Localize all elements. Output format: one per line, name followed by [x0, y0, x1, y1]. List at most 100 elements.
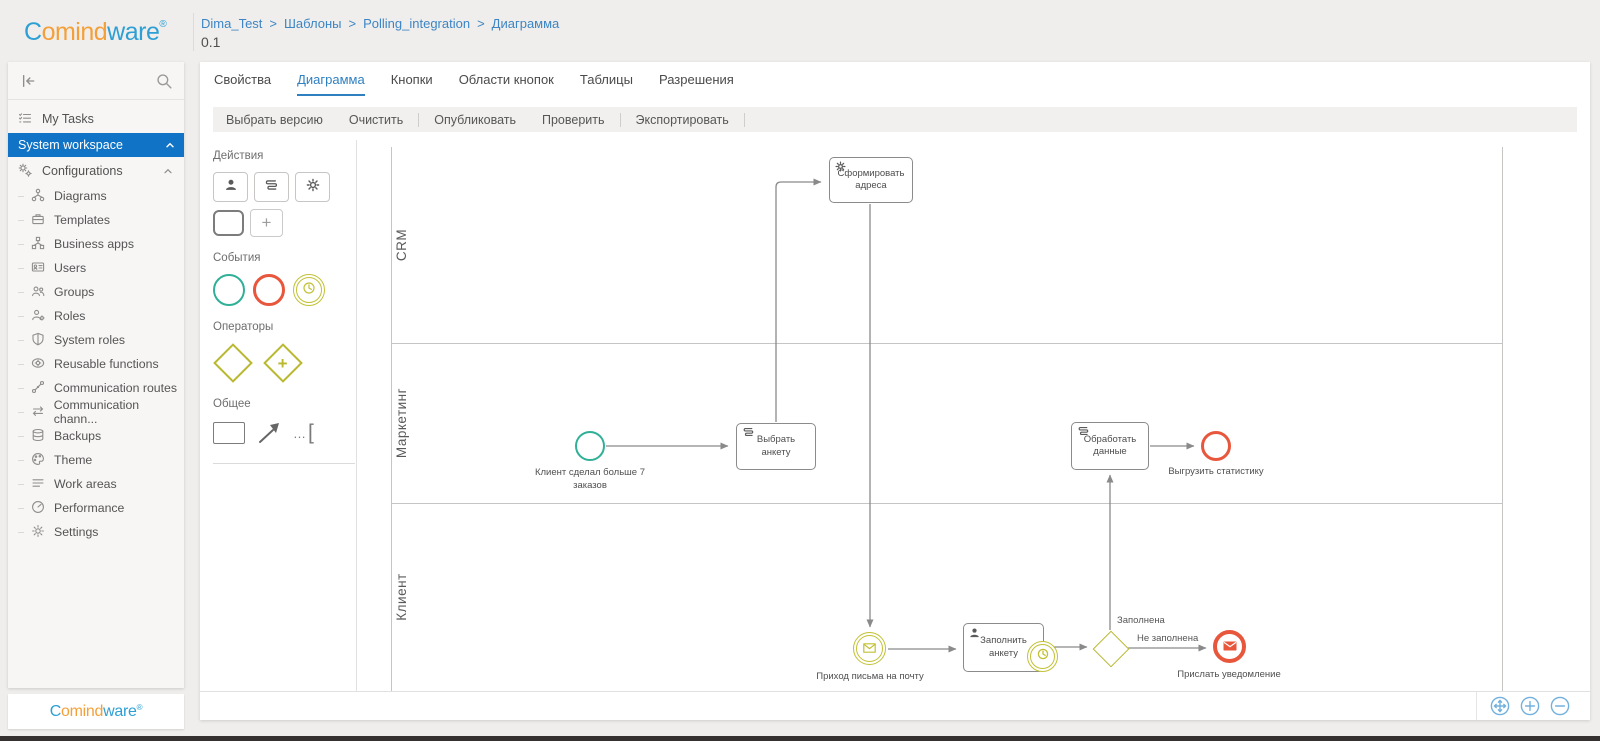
sidebar-item-my-tasks[interactable]: My Tasks [8, 106, 184, 132]
bottom-border [0, 736, 1600, 741]
palette-gateway-shape[interactable] [213, 343, 253, 383]
palette-service-task-button[interactable] [295, 172, 330, 202]
sidebar-item-system-workspace[interactable]: System workspace [8, 133, 184, 157]
logo-part: omind [41, 18, 108, 46]
tasks-list-icon [18, 111, 34, 127]
sidebar-item-users[interactable]: Users [8, 256, 184, 280]
task-choose-form[interactable]: Выбрать анкету [736, 423, 816, 470]
task-form-addresses[interactable]: Сформировать адреса [829, 157, 913, 203]
palette-user-task-button[interactable] [213, 172, 248, 202]
sidebar-item-templates[interactable]: Templates [8, 208, 184, 232]
sidebar-item-label: Business apps [54, 237, 134, 251]
sidebar-item-reusable-functions[interactable]: Reusable functions [8, 352, 184, 376]
envelope-icon [1223, 638, 1237, 656]
search-icon[interactable] [156, 73, 172, 89]
breadcrumb-link[interactable]: Polling_integration [363, 16, 471, 31]
sidebar-item-label: Templates [54, 213, 111, 227]
people-icon [31, 284, 47, 300]
logo-part: ware [103, 702, 137, 720]
palette-timer-event[interactable] [293, 274, 325, 306]
palette-group-shape[interactable] [213, 422, 245, 444]
header-divider [193, 13, 194, 51]
start-event[interactable] [575, 431, 605, 461]
palette-start-event[interactable] [213, 274, 245, 306]
sidebar-item-business-apps[interactable]: Business apps [8, 232, 184, 256]
export-button[interactable]: Экспортировать [635, 112, 729, 127]
sidebar-item-settings[interactable]: Settings [8, 520, 184, 544]
collapse-sidebar-icon[interactable] [20, 73, 36, 89]
diagram-canvas[interactable]: CRM Маркетинг Клиент Сформировать адреса… [356, 140, 1591, 691]
annotation-bracket: [ [308, 421, 314, 444]
toolbar-divider [619, 112, 621, 127]
palette-add-shape-button[interactable]: + [250, 209, 283, 237]
palette-task-shape[interactable] [213, 210, 244, 236]
sidebar-item-communication-routes[interactable]: Communication routes [8, 376, 184, 400]
tab-tables[interactable]: Таблицы [579, 72, 633, 87]
timer-boundary-event[interactable] [1027, 641, 1058, 672]
sidebar-item-roles[interactable]: Roles [8, 304, 184, 328]
event-label: Приход письма на почту [816, 671, 924, 682]
sidebar-item-performance[interactable]: Performance [8, 496, 184, 520]
select-version-button[interactable]: Выбрать версию [226, 112, 323, 127]
palette-parallel-gateway-shape[interactable]: + [263, 343, 303, 383]
toolbar-divider [418, 112, 420, 127]
gear-icon [306, 178, 320, 197]
sidebar-item-backups[interactable]: Backups [8, 424, 184, 448]
palette-divider [213, 463, 355, 464]
breadcrumb-separator: > [348, 16, 357, 31]
user-icon [224, 178, 238, 196]
sidebar-item-label: System roles [54, 333, 126, 347]
user-icon [969, 627, 980, 638]
breadcrumb-link[interactable]: Диаграмма [491, 16, 560, 31]
flow-choose-to-form [775, 178, 822, 422]
message-event-mail-arrival[interactable] [853, 632, 886, 665]
sidebar-item-label: Backups [54, 429, 102, 443]
database-icon [31, 428, 47, 444]
route-icon [31, 380, 47, 396]
zoom-in-icon[interactable] [1519, 695, 1541, 717]
sidebar-item-label: Users [54, 261, 87, 275]
tab-diagram[interactable]: Диаграмма [297, 72, 365, 96]
event-label: Клиент сделал больше 7 заказов [534, 467, 645, 491]
sidebar-item-groups[interactable]: Groups [8, 280, 184, 304]
sidebar-item-communication-channels[interactable]: Communication chann... [8, 398, 184, 426]
message-end-event-notification[interactable] [1213, 630, 1246, 663]
publish-button[interactable]: Опубликовать [434, 112, 516, 127]
task-label: Сформировать адреса [837, 167, 905, 191]
end-event-stats[interactable] [1201, 431, 1231, 461]
palette-connector-arrow[interactable] [256, 420, 282, 446]
shield-icon [31, 332, 47, 348]
palette-annotation-shape[interactable]: …[ [293, 421, 314, 445]
pan-icon[interactable] [1489, 695, 1511, 717]
tab-buttons[interactable]: Кнопки [390, 72, 433, 87]
canvas-footer [200, 691, 1590, 720]
sidebar-item-label: System workspace [18, 138, 123, 152]
sidebar-item-system-roles[interactable]: System roles [8, 328, 184, 352]
validate-button[interactable]: Проверить [542, 112, 605, 127]
sidebar-item-label: My Tasks [42, 112, 94, 126]
sidebar-item-configurations[interactable]: Configurations [8, 158, 184, 184]
breadcrumb-link[interactable]: Dima_Test [201, 16, 263, 31]
tab-button-areas[interactable]: Области кнопок [458, 72, 554, 87]
gear-icon [31, 524, 47, 540]
palette-script-task-button[interactable] [254, 172, 289, 202]
chevron-up-icon [164, 139, 176, 151]
clear-button[interactable]: Очистить [348, 112, 404, 127]
sidebar-item-theme[interactable]: Theme [8, 448, 184, 472]
sidebar-header [8, 62, 184, 100]
tab-properties[interactable]: Свойства [214, 72, 272, 87]
sidebar-item-work-areas[interactable]: Work areas [8, 472, 184, 496]
sidebar-item-diagrams[interactable]: Diagrams [8, 184, 184, 208]
logo-part: omind [61, 702, 104, 720]
breadcrumb-link[interactable]: Шаблоны [284, 16, 342, 31]
main-panel: Свойства Диаграмма Кнопки Области кнопок… [200, 62, 1590, 720]
tab-permissions[interactable]: Разрешения [658, 72, 734, 87]
event-label: Выгрузить статистику [1168, 466, 1264, 477]
envelope-icon [863, 640, 876, 658]
chevron-up-icon [162, 165, 174, 177]
sidebar-nav: My Tasks System workspace Configurations… [8, 100, 184, 544]
task-process-data[interactable]: Обработать данные [1071, 422, 1149, 470]
palette-end-event[interactable] [253, 274, 285, 306]
zoom-controls [1476, 692, 1583, 720]
zoom-out-icon[interactable] [1549, 695, 1571, 717]
